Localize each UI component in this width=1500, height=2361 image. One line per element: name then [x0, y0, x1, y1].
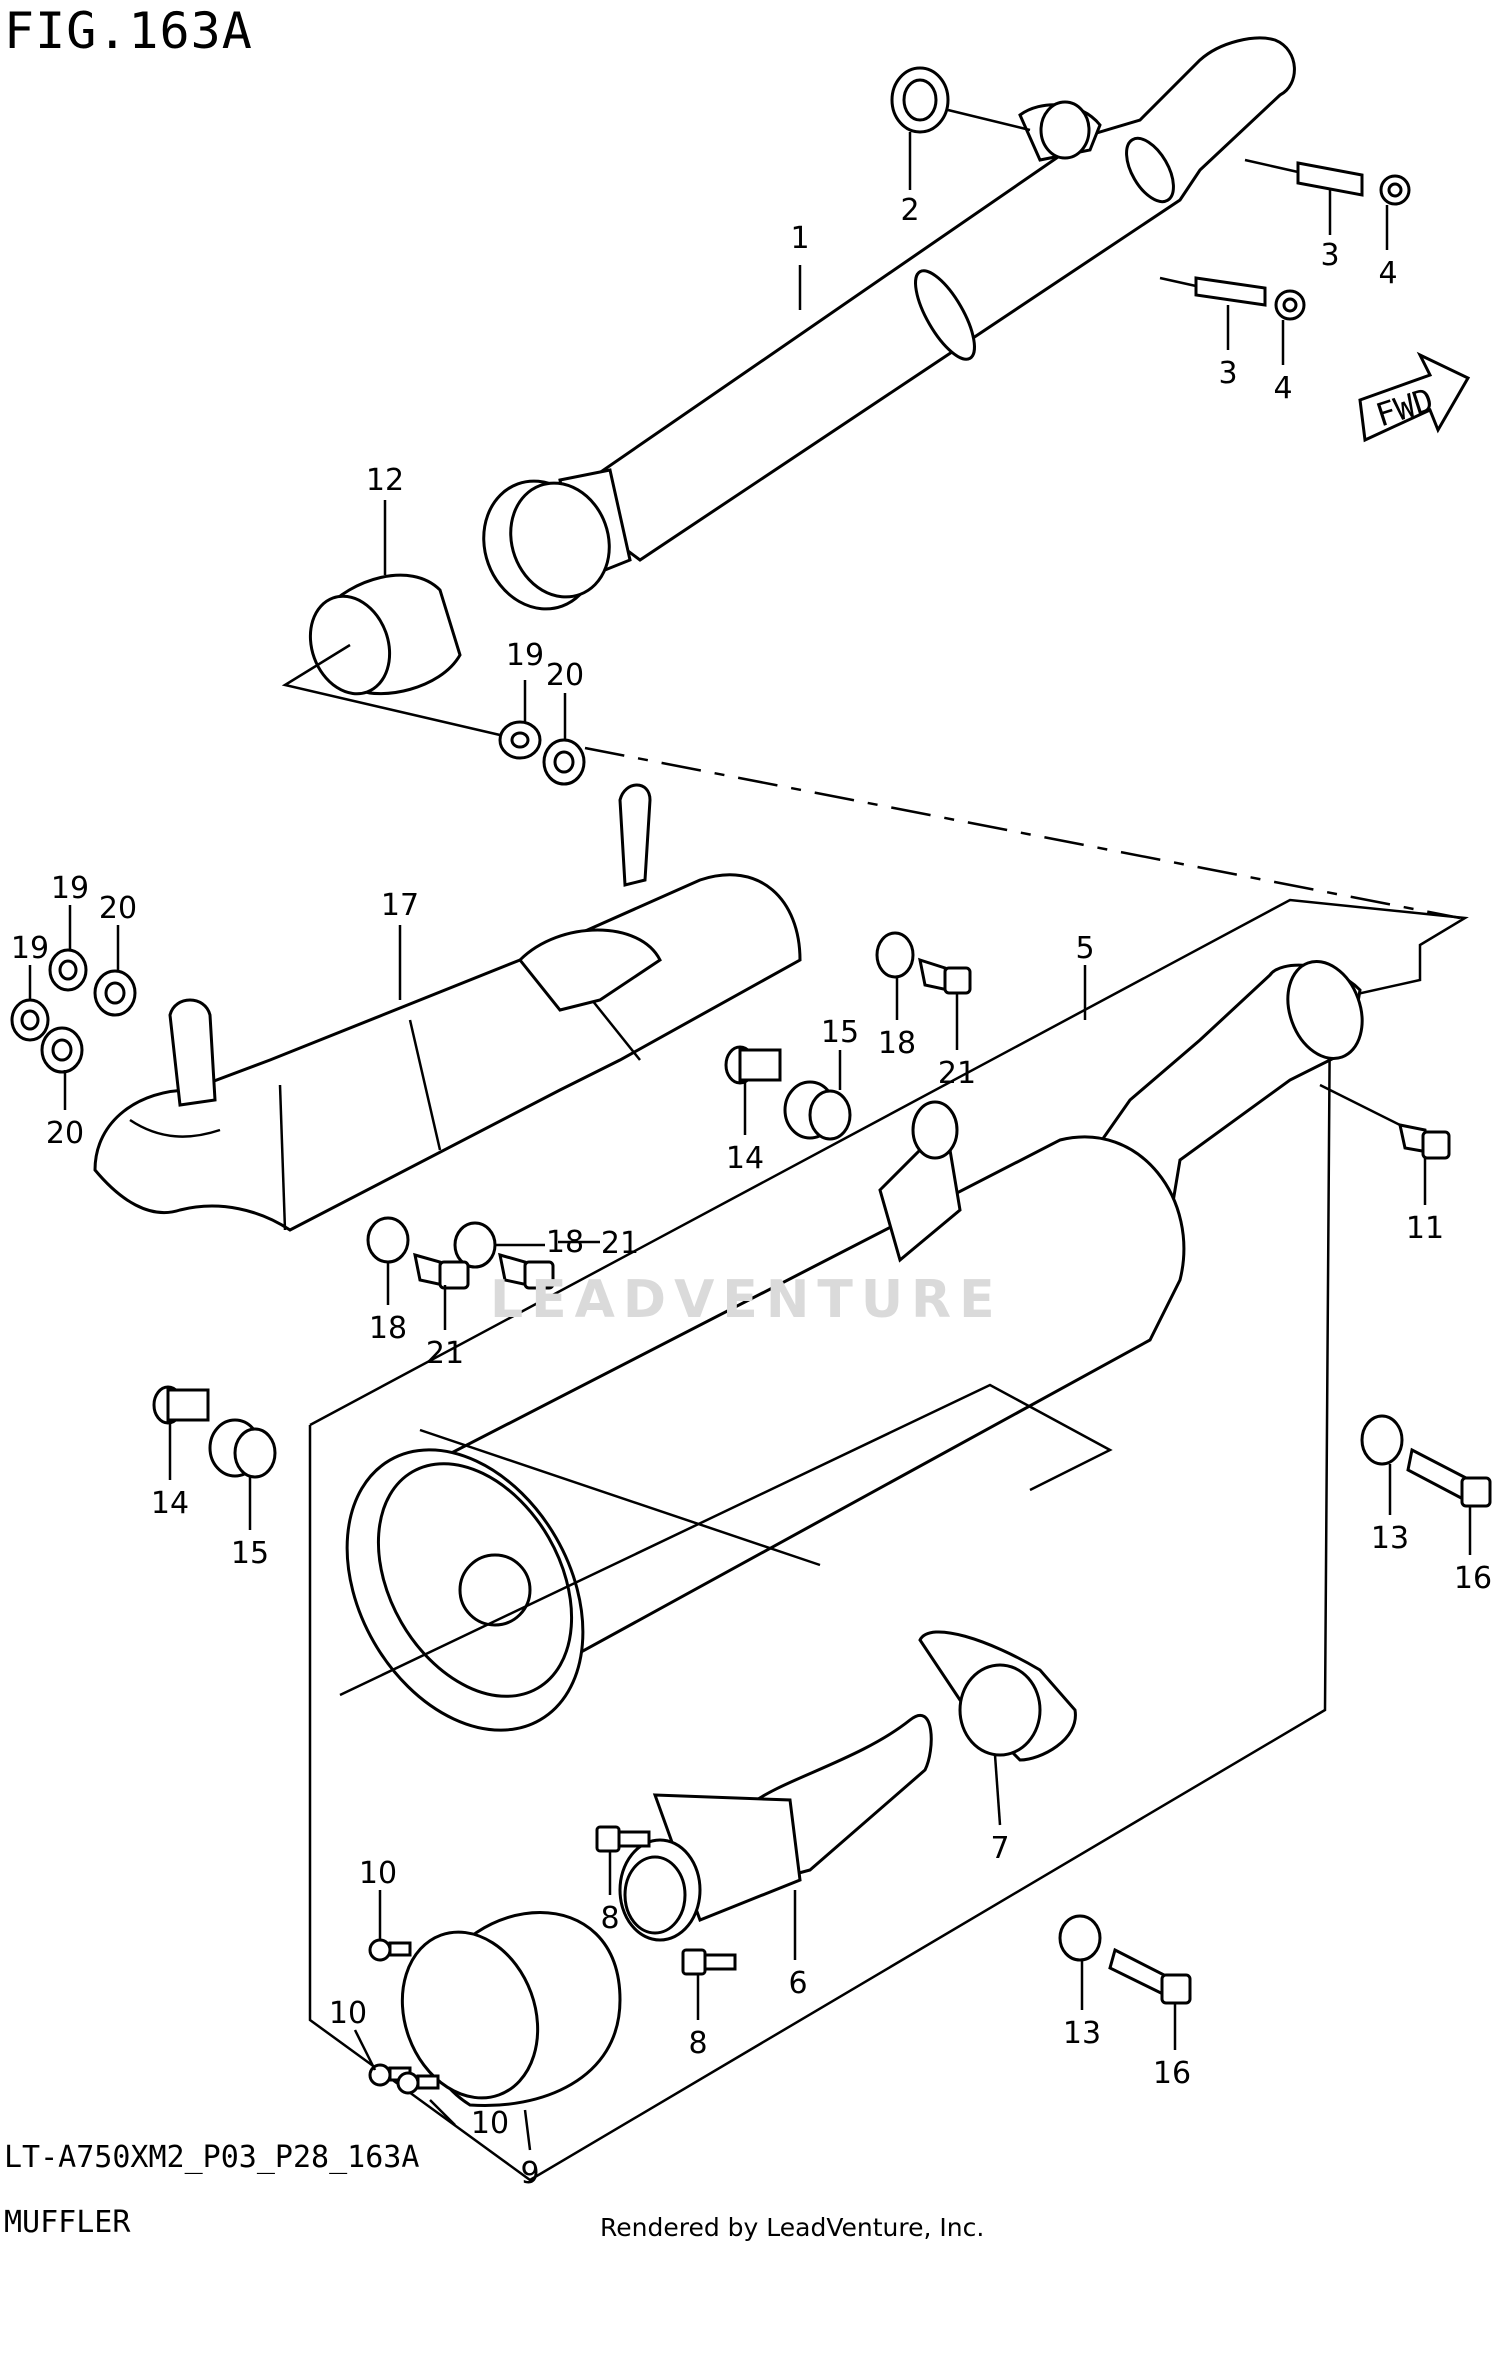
bolt-part-16-lower[interactable] [1108, 1947, 1192, 2005]
callout-21-a: 21 [938, 1056, 976, 1091]
callout-10-b: 10 [329, 1996, 367, 2031]
collar-part-20-left-upper[interactable] [93, 969, 137, 1017]
collar-part-20-left-lower[interactable] [40, 1026, 84, 1074]
grommet-part-15-upper[interactable] [783, 1080, 852, 1141]
callout-2: 2 [900, 193, 919, 228]
render-credit: Rendered by LeadVenture, Inc. [600, 2213, 985, 2242]
callout-20-left-upper: 20 [99, 891, 137, 926]
callout-3-upper: 3 [1320, 238, 1339, 273]
callout-10-a: 10 [359, 1856, 397, 1891]
bolt-part-8-lower[interactable] [681, 1948, 737, 1976]
grommet-part-19-left-upper[interactable] [48, 948, 88, 992]
bolt-part-8-upper[interactable] [595, 1825, 651, 1853]
figure-code: LT-A750XM2_P03_P28_163A [4, 2140, 420, 2175]
washer-part-13-upper[interactable] [1360, 1414, 1404, 1466]
washer-part-18-b[interactable] [453, 1221, 497, 1269]
callout-9: 9 [520, 2156, 539, 2191]
callout-18-b: 18 [546, 1225, 584, 1260]
screw-part-10-a[interactable] [368, 1938, 412, 1962]
assembly-guide-line [584, 746, 1461, 920]
leader-lines [28, 132, 1472, 2151]
bolt-part-16-upper[interactable] [1406, 1447, 1492, 1508]
callout-16-lower: 16 [1153, 2056, 1191, 2091]
gasket-part-7[interactable] [918, 1630, 1077, 1762]
fwd-arrow-icon: FWD [1358, 351, 1471, 443]
callout-12: 12 [366, 463, 404, 498]
washer-part-18-a[interactable] [875, 931, 915, 979]
callout-15-lower: 15 [231, 1536, 269, 1571]
grommet-part-15-lower[interactable] [208, 1418, 277, 1479]
callout-3-lower: 3 [1218, 356, 1237, 391]
callout-20-upper: 20 [546, 658, 584, 693]
screw-part-10-c[interactable] [396, 2071, 440, 2095]
callout-14-upper: 14 [726, 1141, 764, 1176]
callout-8-lower: 8 [688, 2026, 707, 2061]
bolt-part-21-b[interactable] [498, 1252, 555, 1290]
gasket-part-2[interactable] [890, 66, 1031, 134]
callout-20-left-lower: 20 [46, 1116, 84, 1151]
callout-5: 5 [1075, 931, 1094, 966]
heat-shield-part-17[interactable] [93, 783, 802, 1232]
callout-19-upper: 19 [506, 638, 544, 673]
nut-part-4-lower[interactable] [1274, 289, 1306, 321]
bolt-part-21-a[interactable] [918, 957, 972, 995]
callout-8-upper: 8 [600, 1901, 619, 1936]
washer-part-18-c[interactable] [366, 1216, 410, 1264]
exhaust-pipe-part-1[interactable] [466, 36, 1296, 625]
callout-21-b: 21 [601, 1226, 639, 1261]
callout-13-lower: 13 [1063, 2016, 1101, 2051]
callout-numbers: 1 2 3 4 3 4 12 19 20 17 5 19 20 19 20 18… [11, 193, 1492, 2191]
grommet-part-19-left-lower[interactable] [10, 998, 50, 1042]
callout-19-left-lower: 19 [11, 931, 49, 966]
callout-19-left-upper: 19 [51, 871, 89, 906]
fwd-label: FWD [1371, 381, 1438, 435]
callout-1: 1 [790, 221, 809, 256]
callout-15-upper: 15 [821, 1015, 859, 1050]
callout-7: 7 [990, 1831, 1009, 1866]
bolt-part-11[interactable] [1319, 1083, 1451, 1160]
stud-part-3-lower[interactable] [1159, 276, 1267, 307]
bolt-part-21-c[interactable] [413, 1252, 470, 1290]
grommet-part-19-upper[interactable] [498, 720, 542, 760]
callout-14-lower: 14 [151, 1486, 189, 1521]
callout-21-c: 21 [426, 1336, 464, 1371]
tail-pipe-part-6[interactable] [618, 1713, 933, 1942]
collar-part-20-upper[interactable] [542, 738, 586, 786]
washer-part-13-lower[interactable] [1058, 1914, 1102, 1962]
end-cap-part-9[interactable] [380, 1911, 622, 2118]
stud-part-3-upper[interactable] [1244, 158, 1364, 197]
callout-16-upper: 16 [1454, 1561, 1492, 1596]
callout-4-lower: 4 [1273, 371, 1292, 406]
callout-10-c: 10 [471, 2106, 509, 2141]
callout-4-upper: 4 [1378, 256, 1397, 291]
callout-18-a: 18 [878, 1026, 916, 1061]
bushing-part-14-lower[interactable] [152, 1385, 210, 1425]
sleeve-part-12[interactable] [281, 573, 501, 737]
callout-18-c: 18 [369, 1311, 407, 1346]
callout-6: 6 [788, 1966, 807, 2001]
callout-11: 11 [1406, 1211, 1444, 1246]
nut-part-4-upper[interactable] [1379, 174, 1411, 206]
callout-17: 17 [381, 888, 419, 923]
muffler-part-5[interactable] [299, 898, 1469, 2182]
watermark-text: LEADVENTURE [490, 1270, 1003, 1330]
figure-title: FIG.163A [4, 2, 253, 60]
bushing-part-14-upper[interactable] [724, 1045, 782, 1085]
figure-name: MUFFLER [4, 2205, 131, 2240]
callout-13-upper: 13 [1371, 1521, 1409, 1556]
